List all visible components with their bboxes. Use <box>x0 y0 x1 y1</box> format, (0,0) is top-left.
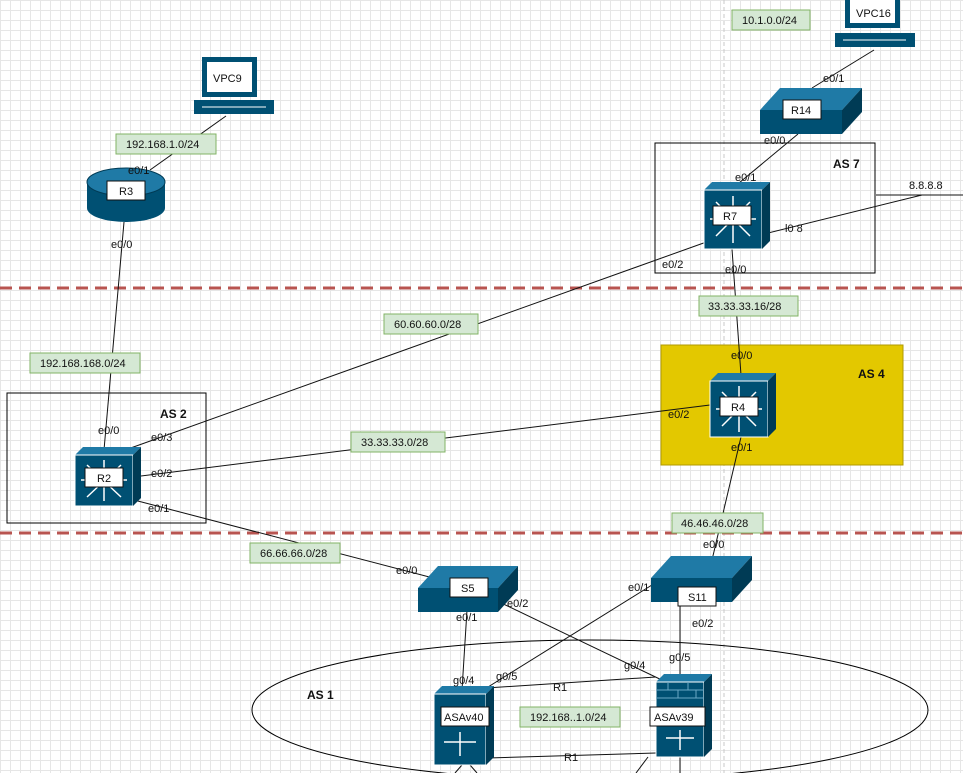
r7-device[interactable]: R7 <box>703 182 770 250</box>
port-label: e0/0 <box>725 264 746 276</box>
port-label: e0/2 <box>662 259 683 271</box>
as4-area <box>660 344 904 466</box>
link-s11-asav40 <box>479 579 661 693</box>
port-label: e0/0 <box>731 350 752 362</box>
svg-text:60.60.60.0/28: 60.60.60.0/28 <box>394 319 461 331</box>
subnet-192-168-168-0: 192.168.168.0/24 <box>29 352 141 374</box>
monitor-screen <box>850 0 895 23</box>
subnet-33-33-33-0: 33.33.33.0/28 <box>350 431 446 453</box>
svg-text:192.168..1.0/24: 192.168..1.0/24 <box>530 712 606 724</box>
subnet-10-1-0-0: 10.1.0.0/24 <box>731 9 811 31</box>
port-label: e0/2 <box>692 618 713 630</box>
vpc9-label: VPC9 <box>213 73 242 85</box>
port-label: e0/1 <box>823 73 844 85</box>
port-label: e0/2 <box>668 409 689 421</box>
s5-device[interactable]: S5 <box>418 566 518 612</box>
link-s5-asav40 <box>461 609 468 691</box>
external-address-label: 8.8.8.8 <box>909 180 943 192</box>
port-label: g0/4 <box>453 675 474 687</box>
port-label: g0/5 <box>496 671 517 683</box>
link-r1-top <box>485 676 657 689</box>
port-label: e0/0 <box>396 565 417 577</box>
asav40-label: ASAv40 <box>444 712 484 724</box>
port-label: e0/1 <box>456 612 477 624</box>
link-s5-asav39 <box>494 599 667 683</box>
link-asav39-down-1 <box>635 756 649 773</box>
subnet-192-168-1-0: 192.168.1.0/24 <box>115 133 217 155</box>
subnet-46-46-46-0: 46.46.46.0/28 <box>671 512 764 534</box>
subnet-60-60-60-0: 60.60.60.0/28 <box>383 313 479 335</box>
vpc16-device[interactable]: VPC16 <box>835 0 915 47</box>
port-label: e0/2 <box>151 468 172 480</box>
link-r14-r7 <box>738 133 799 184</box>
port-label: e0/1 <box>735 172 756 184</box>
svg-text:192.168.1.0/24: 192.168.1.0/24 <box>126 139 199 151</box>
as7-title: AS 7 <box>833 157 860 171</box>
port-label: e0/0 <box>98 425 119 437</box>
link-r4-s11 <box>711 436 742 561</box>
svg-text:192.168.168.0/24: 192.168.168.0/24 <box>40 358 126 370</box>
r7-label: R7 <box>723 211 737 223</box>
asav39-device[interactable]: ASAv39 <box>649 674 712 758</box>
svg-text:10.1.0.0/24: 10.1.0.0/24 <box>742 15 797 27</box>
r3-label: R3 <box>119 186 133 198</box>
vpc16-label: VPC16 <box>856 8 891 20</box>
link-label-r1: R1 <box>564 752 578 764</box>
link-asav40-down-2 <box>469 764 478 773</box>
link-r7-loopback <box>755 194 923 237</box>
subnet-33-33-33-16: 33.33.33.16/28 <box>698 295 799 317</box>
r3-device[interactable]: R3 <box>86 167 166 222</box>
link-r7-r2 <box>124 239 713 451</box>
port-label: l0 8 <box>785 223 803 235</box>
r4-device[interactable]: R4 <box>709 373 776 438</box>
as1-area <box>251 639 929 773</box>
link-vpc16-r14 <box>811 49 875 89</box>
port-label: e0/0 <box>764 135 785 147</box>
as4-title: AS 4 <box>858 367 885 381</box>
r2-label: R2 <box>97 473 111 485</box>
port-label: e0/1 <box>731 442 752 454</box>
asav39-label: ASAv39 <box>654 712 694 724</box>
s11-device[interactable]: S11 <box>651 556 752 607</box>
svg-text:33.33.33.16/28: 33.33.33.16/28 <box>708 301 781 313</box>
port-label: e0/0 <box>111 239 132 251</box>
port-label: e0/1 <box>148 503 169 515</box>
port-label: g0/5 <box>669 652 690 664</box>
link-label-r1: R1 <box>553 682 567 694</box>
asav40-device[interactable]: ASAv40 <box>433 686 494 766</box>
as2-title: AS 2 <box>160 407 187 421</box>
port-label: e0/2 <box>507 598 528 610</box>
link-asav40-down-1 <box>454 764 463 773</box>
as1-title: AS 1 <box>307 688 334 702</box>
r2-device[interactable]: R2 <box>74 447 141 507</box>
link-r3-r2 <box>103 221 125 451</box>
as7-area <box>654 142 876 274</box>
link-r1-bottom <box>487 752 657 759</box>
svg-text:66.66.66.0/28: 66.66.66.0/28 <box>260 548 327 560</box>
port-label: e0/1 <box>128 165 149 177</box>
subnet-192-168-1-0-inner: 192.168..1.0/24 <box>519 706 621 728</box>
r14-label: R14 <box>791 105 811 117</box>
port-label: e0/0 <box>703 539 724 551</box>
svg-text:46.46.46.0/28: 46.46.46.0/28 <box>681 518 748 530</box>
as2-area <box>6 392 207 524</box>
port-label: g0/4 <box>624 660 645 672</box>
port-label: e0/3 <box>151 432 172 444</box>
monitor-screen <box>207 62 252 92</box>
port-label: e0/1 <box>628 582 649 594</box>
svg-text:33.33.33.0/28: 33.33.33.0/28 <box>361 437 428 449</box>
r4-label: R4 <box>731 402 745 414</box>
r14-device[interactable]: R14 <box>760 88 862 134</box>
s11-label: S11 <box>688 592 707 604</box>
s5-label: S5 <box>461 583 474 595</box>
subnet-66-66-66-0: 66.66.66.0/28 <box>249 542 341 564</box>
vpc9-device[interactable]: VPC9 <box>194 57 274 114</box>
